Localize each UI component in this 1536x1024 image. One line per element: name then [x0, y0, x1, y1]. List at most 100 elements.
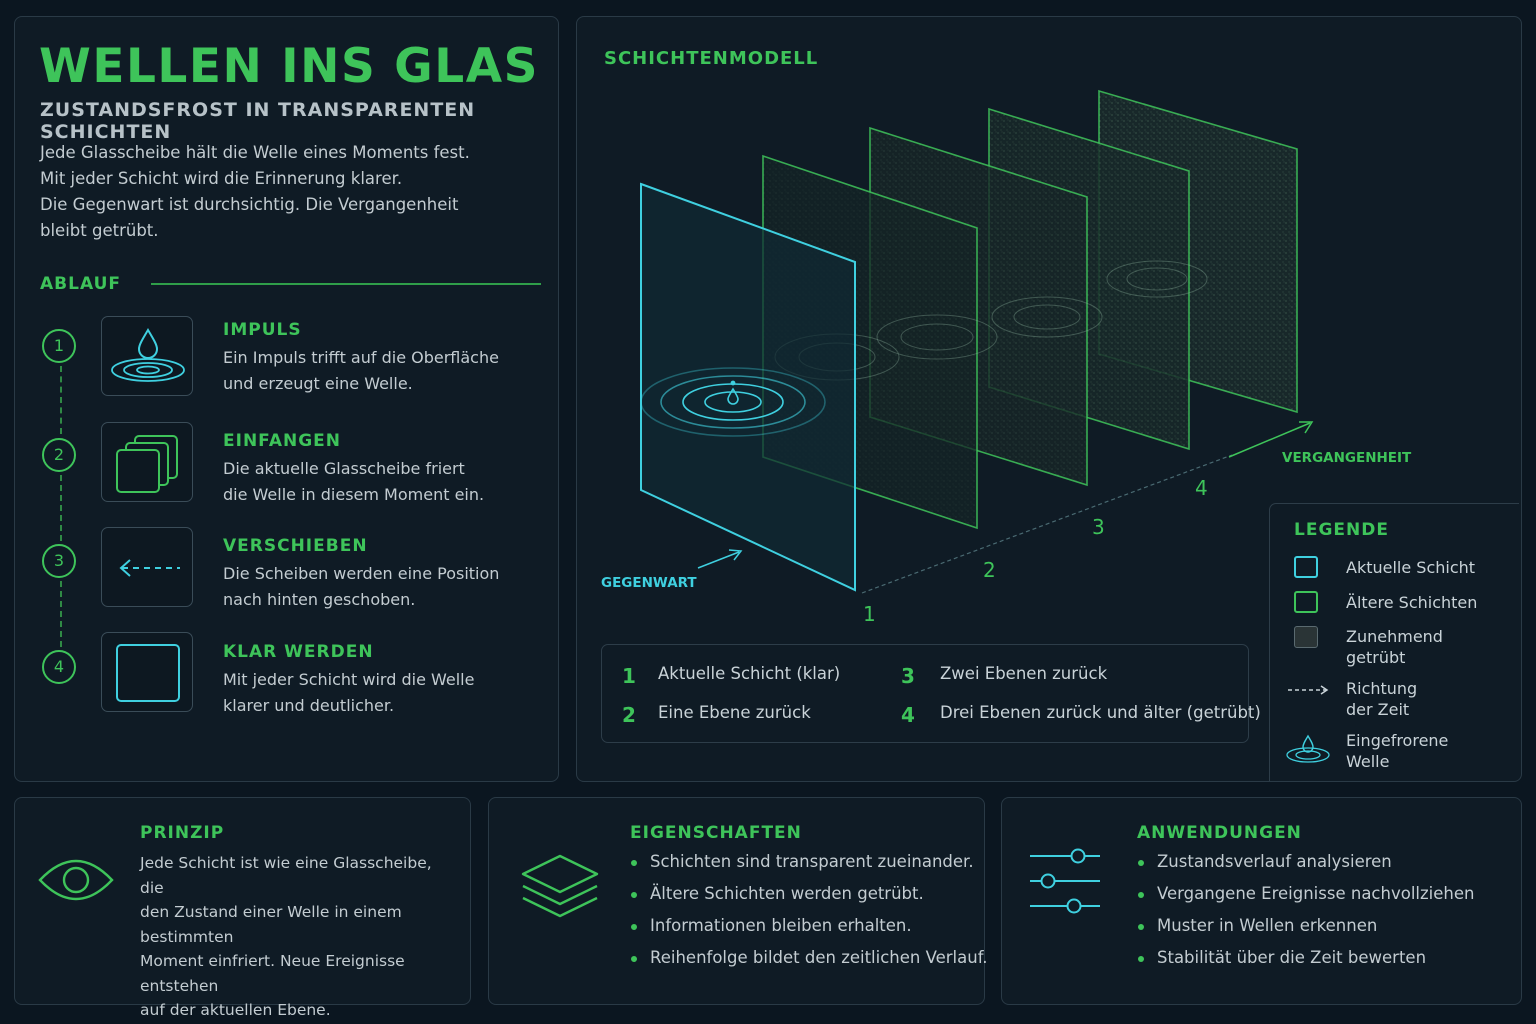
page-subtitle: ZUSTANDSFROST IN TRANSPARENTEN SCHICHTEN	[40, 99, 476, 143]
past-arrow	[1228, 422, 1311, 458]
current-layer-swatch-icon	[1294, 556, 1318, 578]
frozen-wave-icon	[1286, 734, 1330, 763]
page-title: WELLEN INS GLAS	[39, 39, 539, 94]
legend-item-line: Zunehmend	[1346, 627, 1443, 646]
principle-line: auf der aktuellen Ebene.	[140, 1001, 331, 1019]
applications-list: Zustandsverlauf analysieren Vergangene E…	[1137, 846, 1474, 974]
step-description-line: die Welle in diesem Moment ein.	[223, 485, 485, 504]
layer-key-table: 1 Aktuelle Schicht (klar) 2 Eine Ebene z…	[601, 644, 1261, 743]
axis-number-4: 4	[1195, 476, 1208, 500]
stacked-layers-icon	[116, 435, 178, 493]
step-number-2: 2	[42, 438, 76, 472]
layers-icon	[521, 854, 599, 918]
older-layer-swatch-icon	[1294, 591, 1318, 613]
ablauf-heading: ABLAUF	[40, 274, 121, 294]
frozen-wave	[640, 367, 826, 437]
step-title-klar-werden: KLAR WERDEN	[223, 642, 374, 662]
list-item: Reihenfolge bildet den zeitlichen Verlau…	[630, 942, 988, 974]
present-label: GEGENWART	[601, 575, 697, 591]
intro-line: Die Gegenwart ist durchsichtig. Die Verg…	[40, 195, 459, 214]
step-icon-box	[101, 422, 193, 502]
step-title-impuls: IMPULS	[223, 320, 302, 340]
step-description: Die Scheiben werden eine Position nach h…	[223, 561, 523, 613]
axis-number-2: 2	[983, 558, 996, 582]
legend-item: Ältere Schichten	[1346, 593, 1478, 612]
step-description-line: Die Scheiben werden eine Position	[223, 564, 500, 583]
list-item: Ältere Schichten werden getrübt.	[630, 878, 988, 910]
legend-item-line: Welle	[1346, 752, 1390, 771]
legend-item: Eingefrorene Welle	[1346, 730, 1496, 772]
properties-title: EIGENSCHAFTEN	[630, 823, 802, 843]
legend-item-line: getrübt	[1346, 648, 1406, 667]
key-number: 2	[622, 703, 636, 727]
step-number-4: 4	[42, 650, 76, 684]
eye-icon	[38, 859, 114, 901]
key-text: Drei Ebenen zurück und älter (getrübt)	[940, 703, 1261, 722]
principle-line: den Zustand einer Welle in einem bestimm…	[140, 903, 402, 946]
list-item: Vergangene Ereignisse nachvollziehen	[1137, 878, 1474, 910]
glass-layer-current	[640, 182, 856, 592]
layer-model-panel: SCHICHTENMODELL GEGENWART VERGANGENHEIT …	[576, 16, 1522, 782]
clear-square-icon	[116, 644, 180, 702]
step-icon-box	[101, 527, 193, 607]
key-number: 3	[901, 664, 915, 688]
water-drop-icon	[111, 328, 185, 382]
axis-number-1: 1	[863, 602, 876, 626]
step-icon-box	[101, 632, 193, 712]
legend-item: Aktuelle Schicht	[1346, 558, 1476, 577]
step-description-line: Die aktuelle Glasscheibe friert	[223, 459, 465, 478]
step-description-line: Mit jeder Schicht wird die Welle	[223, 670, 475, 689]
step-number-3: 3	[42, 544, 76, 578]
step-description: Mit jeder Schicht wird die Welle klarer …	[223, 667, 523, 719]
properties-list: Schichten sind transparent zueinander. Ä…	[630, 846, 988, 974]
past-label: VERGANGENHEIT	[1282, 450, 1412, 466]
intro-line: bleibt getrübt.	[40, 221, 159, 240]
legend-item: Zunehmend getrübt	[1346, 626, 1496, 668]
frosted-swatch-icon	[1294, 626, 1318, 648]
step-icon-box	[101, 316, 193, 396]
legend-title: LEGENDE	[1294, 520, 1389, 540]
applications-title: ANWENDUNGEN	[1137, 823, 1302, 843]
legend: LEGENDE Aktuelle Schicht Ältere Schichte…	[1269, 503, 1519, 781]
key-text: Aktuelle Schicht (klar)	[658, 664, 841, 683]
list-item: Schichten sind transparent zueinander.	[630, 846, 988, 878]
legend-item-line: Richtung	[1346, 679, 1418, 698]
principle-panel: PRINZIP Jede Schicht ist wie eine Glassc…	[14, 797, 471, 1019]
step-description: Ein Impuls trifft auf die Oberfläche und…	[223, 345, 523, 397]
legend-item-line: der Zeit	[1346, 700, 1410, 719]
intro-line: Jede Glasscheibe hält die Welle eines Mo…	[40, 143, 470, 162]
dashed-arrow-left-icon	[119, 559, 180, 577]
time-axis	[861, 454, 1233, 594]
applications-panel: ANWENDUNGEN Zustandsverlauf analysieren …	[1001, 797, 1522, 1005]
step-description-line: und erzeugt eine Welle.	[223, 374, 413, 393]
list-item: Informationen bleiben erhalten.	[630, 910, 988, 942]
list-item: Stabilität über die Zeit bewerten	[1137, 942, 1474, 974]
principle-line: Jede Schicht ist wie eine Glasscheibe, d…	[140, 854, 432, 897]
list-item: Zustandsverlauf analysieren	[1137, 846, 1474, 878]
principle-text: Jede Schicht ist wie eine Glasscheibe, d…	[140, 851, 460, 1023]
key-text: Zwei Ebenen zurück	[940, 664, 1108, 683]
diagram-title: SCHICHTENMODELL	[604, 48, 818, 69]
legend-item: Richtung der Zeit	[1346, 678, 1496, 720]
dashed-arrow-right-icon	[1288, 685, 1329, 695]
list-item: Muster in Wellen erkennen	[1137, 910, 1474, 942]
axis-number-3: 3	[1092, 515, 1105, 539]
properties-panel: EIGENSCHAFTEN Schichten sind transparent…	[488, 797, 988, 1005]
step-title-einfangen: EINFANGEN	[223, 431, 342, 451]
sliders-icon	[1030, 848, 1100, 914]
step-description-line: Ein Impuls trifft auf die Oberfläche	[223, 348, 499, 367]
step-description: Die aktuelle Glasscheibe friert die Well…	[223, 456, 523, 508]
intro-panel: WELLEN INS GLAS ZUSTANDSFROST IN TRANSPA…	[14, 16, 559, 782]
step-title-verschieben: VERSCHIEBEN	[223, 536, 368, 556]
step-description-line: nach hinten geschoben.	[223, 590, 416, 609]
intro-line: Mit jeder Schicht wird die Erinnerung kl…	[40, 169, 403, 188]
step-description-line: klarer und deutlicher.	[223, 696, 395, 715]
step-connector	[60, 366, 62, 434]
legend-item-line: Eingefrorene	[1346, 731, 1449, 750]
step-connector	[60, 475, 62, 541]
layer-model-diagram: SCHICHTENMODELL GEGENWART VERGANGENHEIT …	[601, 48, 1412, 626]
ablauf-divider	[151, 283, 541, 285]
key-number: 4	[901, 703, 915, 727]
step-connector	[60, 581, 62, 647]
principle-line: Moment einfriert. Neue Ereignisse entste…	[140, 952, 405, 995]
